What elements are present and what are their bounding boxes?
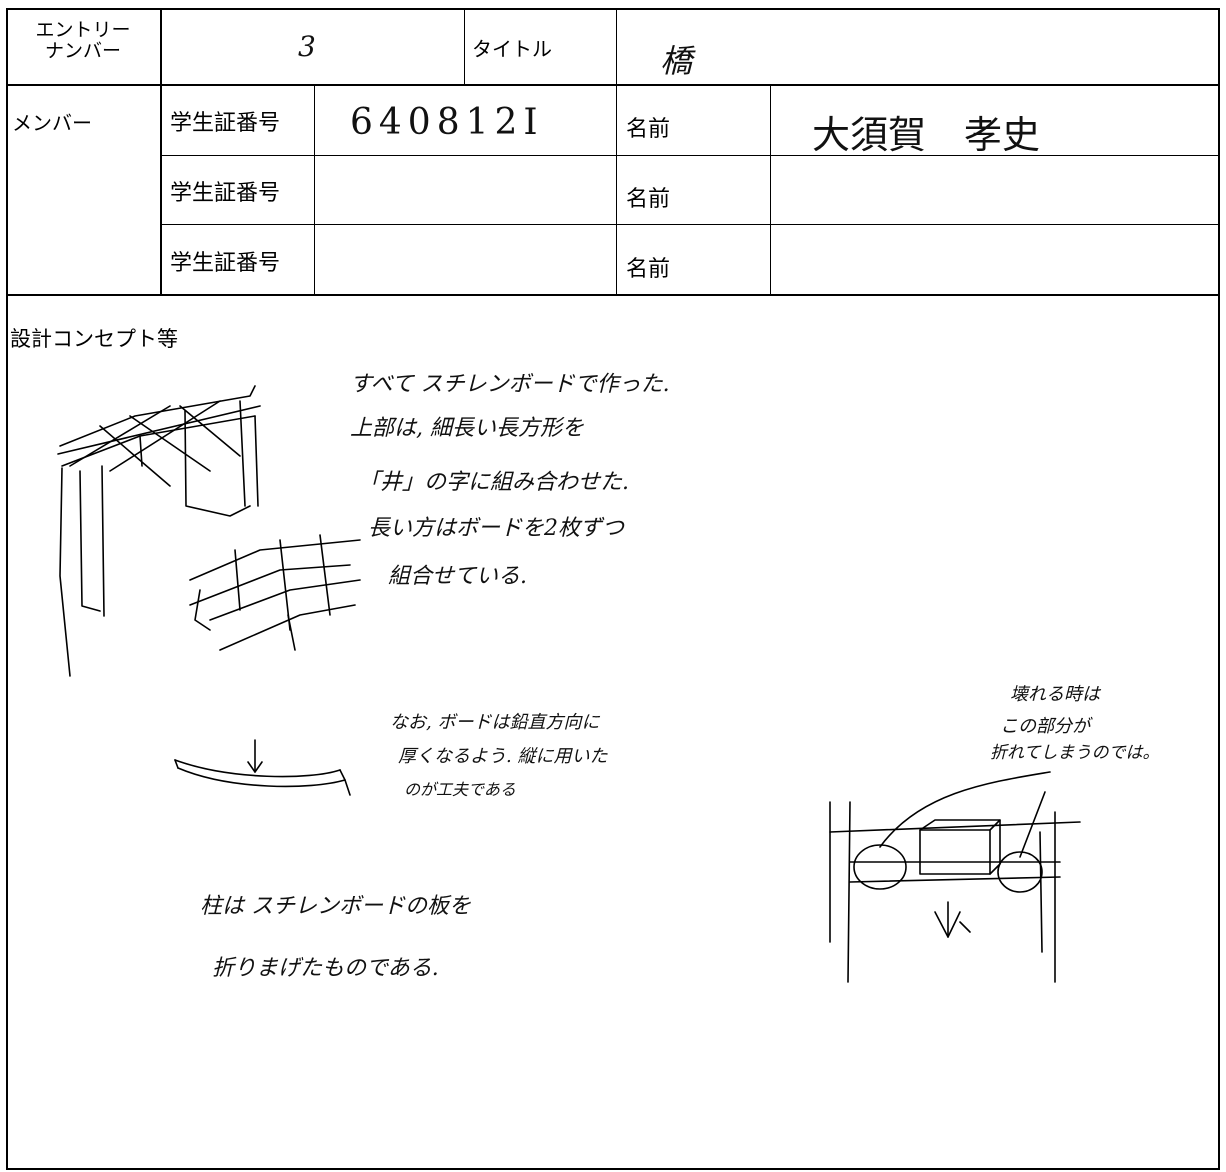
name-label: 名前 [626, 117, 671, 142]
entry-number-label: エントリー ナンバー [18, 20, 148, 62]
student-id-value: 640812I [350, 102, 544, 143]
student-id-label: 学生証番号 [170, 251, 281, 276]
note-middle-line: のが工夫である [404, 780, 516, 799]
board-bend-sketch [174, 739, 351, 796]
note-right-line: 折れてしまうのでは。 [990, 743, 1160, 763]
note-top-line: 長い方はボードを2枚ずつ [368, 516, 624, 541]
name-label: 名前 [626, 187, 671, 212]
student-id-label: 学生証番号 [170, 111, 281, 136]
grid-line [616, 8, 617, 295]
name-value: 大須賀 孝史 [812, 113, 1041, 157]
student-id-label: 学生証番号 [170, 181, 281, 206]
design-concept-label: 設計コンセプト等 [10, 327, 178, 351]
entry-label-line-2: ナンバー [44, 39, 121, 62]
title-value: 橋 [660, 42, 693, 80]
grid-line [160, 155, 1220, 156]
lattice-sketch [189, 534, 361, 651]
grid-line [770, 86, 771, 295]
grid-line [464, 8, 465, 86]
grid-line [314, 86, 315, 295]
entry-number-value: 3 [298, 30, 316, 63]
note-middle-line: 厚くなるよう. 縦に用いた [398, 746, 608, 767]
bridge-load-sketch [829, 771, 1081, 983]
note-bottom-line: 柱は スチレンボードの板を [200, 894, 471, 919]
name-label: 名前 [626, 257, 671, 282]
bridge-frame-sketch [57, 385, 261, 677]
note-top-line: 「井」の字に組み合わせた. [358, 470, 629, 495]
grid-line [160, 8, 162, 295]
note-top-line: すべて スチレンボードで作った. [350, 372, 670, 397]
grid-line [6, 84, 1220, 86]
grid-line [160, 224, 1220, 225]
note-top-line: 上部は, 細長い長方形を [350, 416, 584, 441]
note-right-line: 壊れる時は [1010, 684, 1100, 705]
note-right-line: この部分が [1000, 716, 1090, 737]
grid-line [6, 294, 1220, 296]
entry-sheet [6, 8, 1220, 1170]
note-top-line: 組合せている. [388, 564, 527, 589]
note-middle-line: なお, ボードは鉛直方向に [390, 712, 600, 733]
entry-label-line-1: エントリー [35, 19, 131, 41]
title-label: タイトル [472, 37, 552, 61]
note-bottom-line: 折りまげたものである. [212, 956, 439, 981]
members-label: メンバー [12, 111, 92, 135]
